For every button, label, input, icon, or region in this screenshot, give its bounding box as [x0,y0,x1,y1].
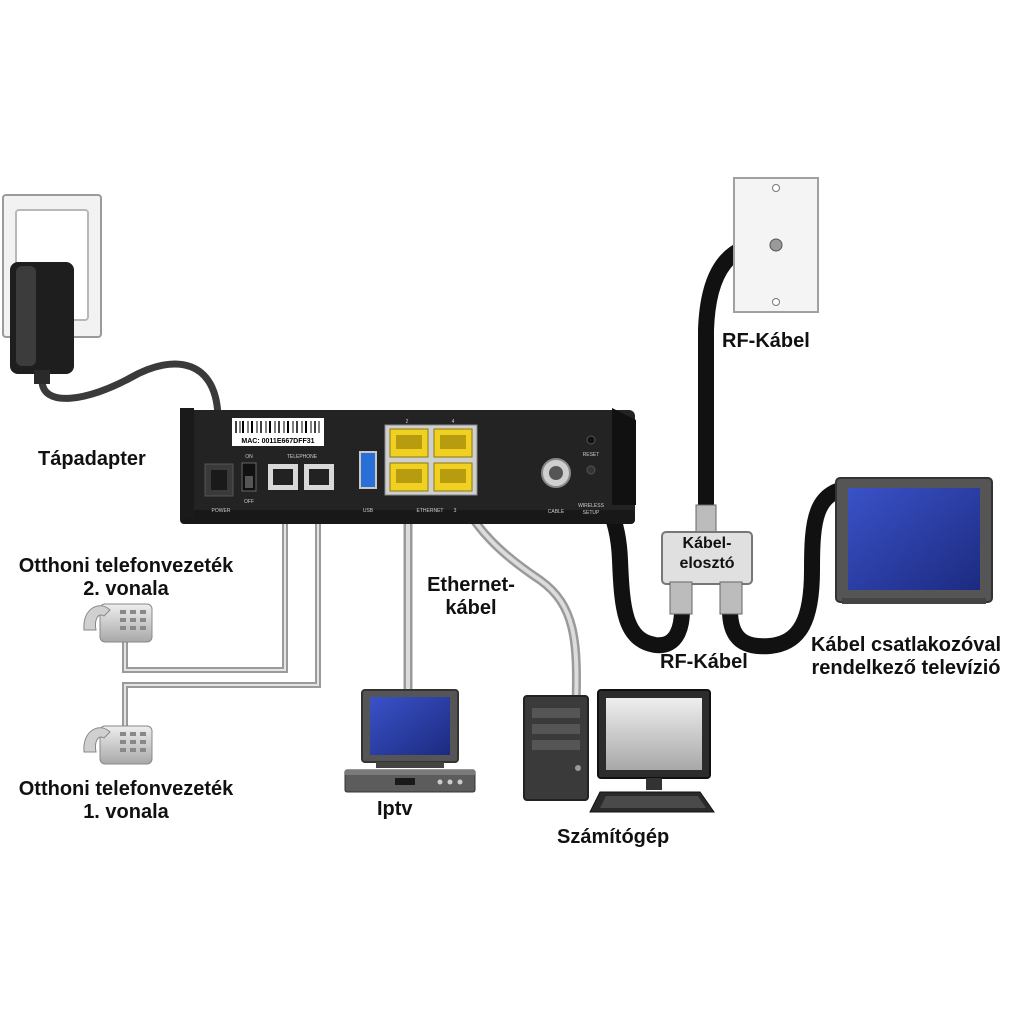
ethernet-port-3 [433,462,473,492]
telephone-line1-icon [83,725,153,765]
label-tv: Kábel csatlakozóval rendelkező televízió [790,634,1022,680]
label-splitter-1: Kábel- [682,535,732,552]
label-splitter-2: elosztó [679,555,735,572]
mac-label [232,418,324,446]
power-cord [38,360,222,474]
eth-port-3-label: 3 [454,508,457,514]
label-splitter: Kábel- elosztó [664,534,750,574]
label-iptv: Iptv [377,798,413,820]
computer-monitor [597,689,711,790]
telephone-label: TELEPHONE [287,454,318,460]
label-tv-2: rendelkező televízió [811,657,1001,679]
wireless-setup-label-1: WIRELESS [578,503,605,509]
ethernet-port-1 [389,462,429,492]
reset-button [586,435,596,445]
wireless-setup-button [586,465,596,475]
keyboard [589,791,715,813]
switch-off-label: OFF [244,499,254,505]
ethernet-label: ETHERNET [417,508,444,514]
power-adapter-icon [10,262,74,384]
power-port-label: POWER [212,508,231,514]
label-phone-line2-1: Otthoni telefonvezeték [18,555,234,577]
label-phone-line1-1: Otthoni telefonvezeték [18,778,234,800]
reset-label: RESET [583,452,600,458]
label-rf-cable-bottom: RF-Kábel [660,651,748,673]
label-ethernet-cable-1: Ethernet- [427,574,515,596]
usb-label: USB [363,508,374,514]
eth-port-4-label: 4 [452,419,455,425]
barcode [235,421,320,433]
cable-wall-plate [733,177,819,313]
iptv-monitor [361,689,459,768]
switch-on-label: ON [245,454,253,460]
label-rf-cable-top: RF-Kábel [722,330,810,352]
label-phone-line1: Otthoni telefonvezeték 1. vonala [6,778,246,824]
television [835,477,993,604]
label-tv-1: Kábel csatlakozóval [810,634,1002,656]
ethernet-port-2 [389,428,429,458]
ethernet-port-4 [433,428,473,458]
computer-tower [523,695,589,801]
rf-cable-splitter-tv [722,480,858,655]
label-ethernet-cable: Ethernet- kábel [416,574,526,620]
mac-address: MAC: 0011E667DFF31 [241,438,314,445]
eth-port-2-label: 2 [406,419,409,425]
telephone-line2-icon [83,603,153,643]
set-top-box [344,769,476,793]
label-phone-line1-2: 1. vonala [83,801,169,823]
wireless-setup-label-2: SETUP [583,510,600,516]
label-phone-line2: Otthoni telefonvezeték 2. vonala [6,555,246,601]
label-power-adapter: Tápadapter [38,448,146,470]
cable-splitter [661,504,753,615]
label-phone-line2-2: 2. vonala [83,578,169,600]
label-ethernet-cable-2: kábel [445,597,497,619]
cable-modem: MAC: 0011E667DFF31 POWER ON OFF TELEPHON… [180,408,636,524]
usb-port [359,451,377,489]
label-computer: Számítógép [557,826,670,848]
cable-label: CABLE [548,509,565,515]
